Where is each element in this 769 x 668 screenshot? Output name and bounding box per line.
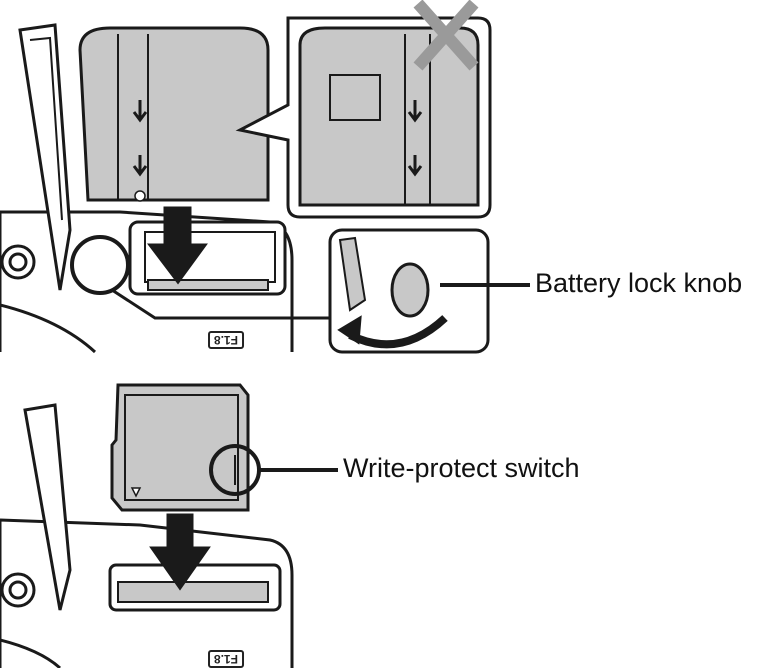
lock-knob-highlight [70,235,130,295]
battery-lock-knob-label: Battery lock knob [535,268,743,298]
wrong-orientation-callout [235,16,492,219]
write-protect-switch-label: Write-protect switch [343,453,580,483]
lock-knob-detail [328,228,490,354]
lens-marking-top: F1.8 [208,331,245,349]
camera-body-bottom [0,403,294,668]
battery [78,26,270,202]
insert-arrow-card [149,513,211,591]
insert-arrow [146,206,208,285]
cross-mark-icon [413,0,479,71]
lens-marking-bottom: F1.8 [208,650,245,668]
